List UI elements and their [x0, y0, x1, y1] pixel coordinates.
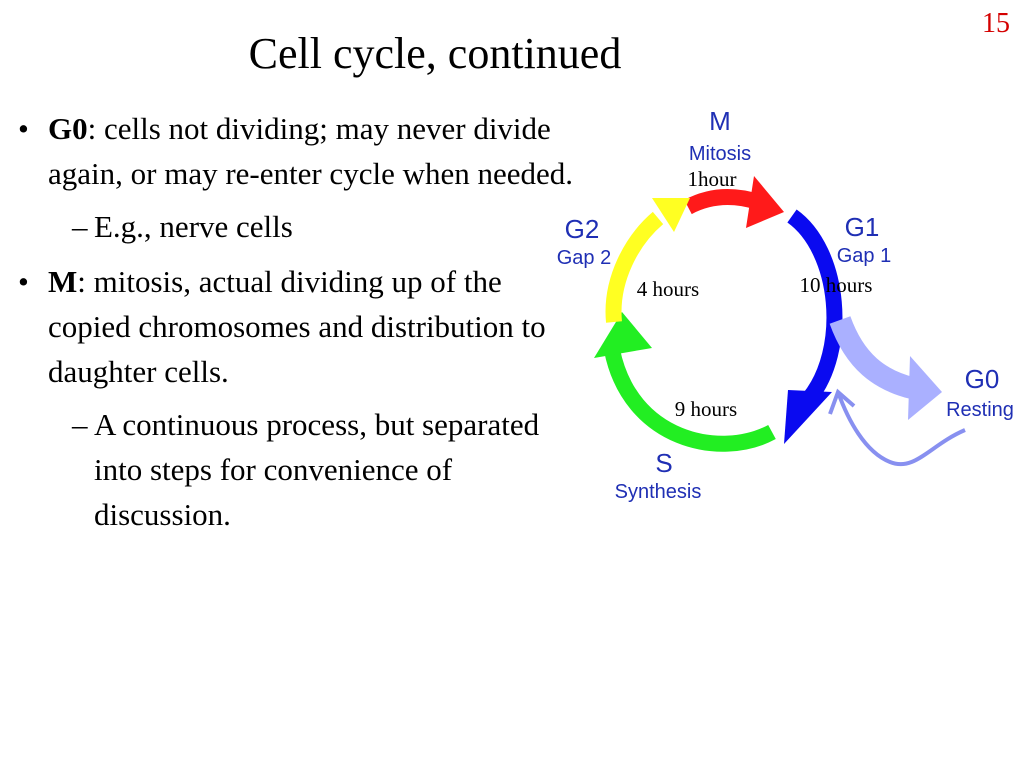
g1-arc [786, 209, 843, 406]
phase-name-g0: Resting [946, 399, 1014, 421]
mitosis-arc [684, 189, 761, 215]
sub-bullet-continuous-process: – A continuous process, but separated in… [14, 402, 574, 537]
slide-title: Cell cycle, continued [248, 29, 622, 78]
duration-m: 1hour [688, 167, 737, 191]
g2-arrowhead [652, 198, 690, 232]
phase-name-s: Synthesis [615, 481, 702, 503]
phase-code-g2: G2 [565, 214, 600, 244]
sub-bullet-text: E.g., nerve cells [94, 209, 293, 244]
g0-return-arrowhead [828, 388, 856, 415]
sub-bullet-text: A continuous process, but separated into… [94, 407, 540, 532]
g1-arrowhead [784, 390, 832, 444]
duration-g1: 10 hours [800, 273, 873, 297]
g0-exit-arrowhead [908, 356, 942, 420]
s-arrowhead [594, 312, 652, 358]
phase-name-m: Mitosis [689, 143, 751, 165]
sub-bullet-dash: – [72, 407, 88, 442]
bullet-term: M [48, 264, 78, 299]
g2-arc [605, 211, 664, 323]
bullet-term: G0 [48, 111, 88, 146]
bullet-text: : cells not dividing; may never divide a… [48, 111, 574, 191]
g0-exit-arc [829, 316, 915, 399]
duration-s: 9 hours [675, 397, 737, 421]
sub-bullet-nerve-cells: – E.g., nerve cells [14, 204, 574, 249]
phase-code-g1: G1 [845, 212, 880, 242]
slide-number: 15 [982, 8, 1010, 39]
cell-cycle-diagram: M Mitosis 1hour G1 Gap 1 10 hours S Synt… [557, 106, 1014, 503]
sub-bullet-dash: – [72, 209, 88, 244]
bullet-dot: • [18, 111, 29, 146]
duration-g2: 4 hours [637, 277, 699, 301]
mitosis-arrowhead [746, 176, 784, 228]
phase-code-s: S [655, 448, 672, 478]
s-arc [604, 348, 776, 452]
bullet-dot: • [18, 264, 29, 299]
bullet-text: : mitosis, actual dividing up of the cop… [48, 264, 546, 389]
phase-name-g2: Gap 2 [557, 247, 611, 269]
bullet-m: • M: mitosis, actual dividing up of the … [14, 259, 574, 394]
bullet-list: • G0: cells not dividing; may never divi… [14, 106, 574, 547]
phase-name-g1: Gap 1 [837, 245, 891, 267]
phase-code-m: M [709, 106, 731, 136]
bullet-g0: • G0: cells not dividing; may never divi… [14, 106, 574, 196]
phase-code-g0: G0 [965, 364, 1000, 394]
g0-return-arc [836, 391, 966, 466]
